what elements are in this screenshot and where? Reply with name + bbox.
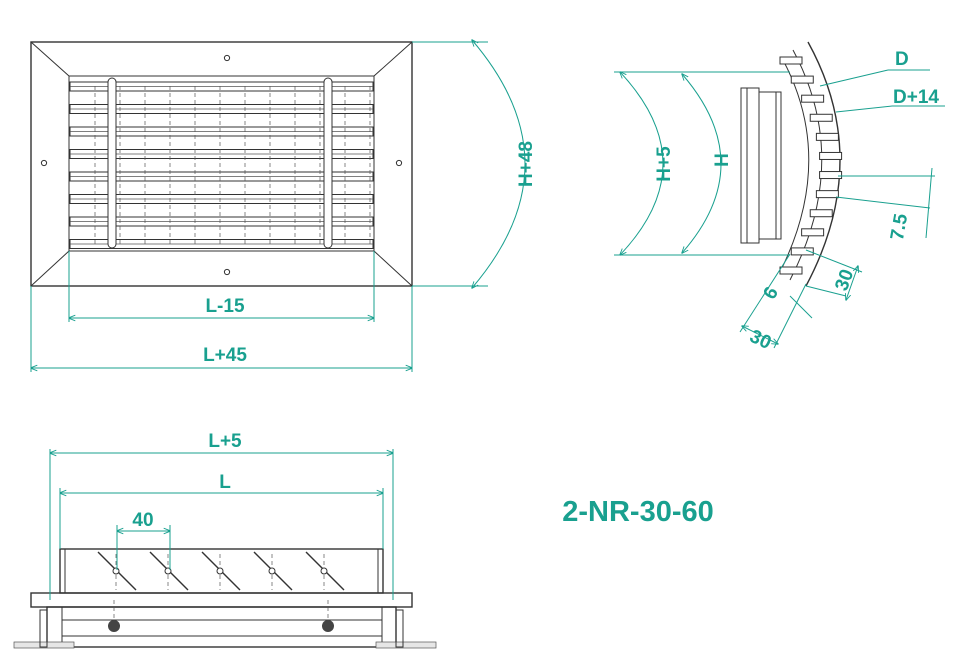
front-support-bar: [323, 77, 333, 249]
wall-right: [375, 641, 437, 649]
side-fin: [801, 228, 825, 237]
top-flange: [30, 592, 413, 608]
dim-top-outer-width: L+5: [208, 431, 242, 452]
dim-side-outer-height: H+5: [654, 146, 675, 182]
side-body-outer: [740, 87, 760, 244]
side-fin: [819, 171, 843, 180]
screw-hole-bottom: [223, 268, 231, 276]
dim-side-height: H: [712, 153, 733, 167]
side-fin: [790, 75, 814, 84]
front-frame-outer: [30, 41, 413, 287]
dim-spacing: 7.5: [887, 212, 912, 242]
wall-left: [13, 641, 75, 649]
side-fin: [790, 247, 814, 256]
front-support-bar: [107, 77, 117, 249]
dim-flange-b: 6: [759, 283, 782, 303]
dim-front-height: H+48: [516, 141, 537, 187]
side-fin: [815, 132, 839, 141]
front-vertical-blades: [94, 77, 371, 249]
top-blade-pivot: [320, 567, 328, 575]
front-view: [30, 41, 413, 287]
top-view: [13, 548, 437, 649]
side-dimensions: H+5 H D D+14 7.5 30 6 30: [614, 49, 945, 354]
top-blades: [97, 551, 345, 591]
screw-hole-right: [395, 159, 403, 167]
side-flange-arc-outer: [805, 41, 841, 287]
side-fin: [801, 94, 825, 103]
top-blade-pivot: [216, 567, 224, 575]
top-dimensions: L+5 L 40: [50, 431, 393, 600]
screw-hole-top: [223, 54, 231, 62]
dim-blade-pitch: 40: [132, 510, 153, 531]
side-fin: [819, 151, 843, 160]
screw-hole-left: [40, 159, 48, 167]
top-blade-pivot: [268, 567, 276, 575]
dim-front-outer-width: L+45: [203, 345, 247, 366]
dim-depth: D: [895, 49, 909, 70]
side-fin: [815, 190, 839, 199]
bolt-right: [322, 620, 334, 632]
bolt-left: [108, 620, 120, 632]
dim-flange-a: 30: [831, 267, 858, 294]
side-fins: [779, 56, 843, 275]
front-frame-inner: [68, 75, 375, 252]
side-body-inner: [758, 91, 782, 240]
top-blade-pivot: [112, 567, 120, 575]
front-dimensions: L-15 L+45 H+48: [31, 40, 537, 372]
product-code: 2-NR-30-60: [562, 496, 714, 528]
side-fin: [779, 266, 803, 275]
side-fin: [809, 113, 833, 122]
dim-top-width: L: [219, 472, 231, 493]
top-frame: [46, 606, 397, 648]
front-blades: [69, 81, 374, 249]
side-fin: [809, 209, 833, 218]
side-fin: [779, 56, 803, 65]
side-view: [740, 41, 843, 287]
dim-depth-outer: D+14: [893, 87, 939, 108]
dim-front-inner-width: L-15: [205, 296, 245, 317]
